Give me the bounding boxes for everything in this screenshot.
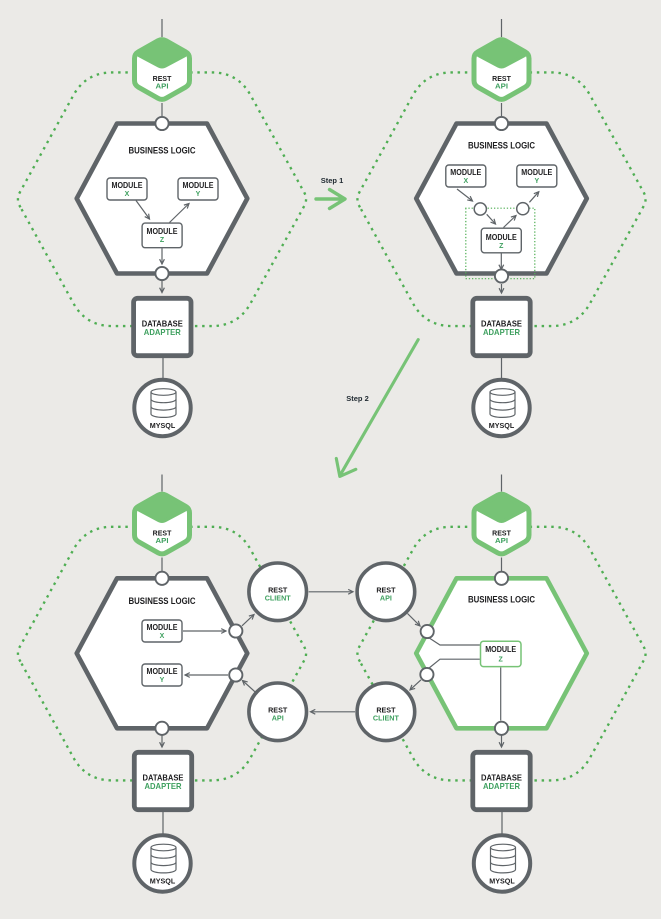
svg-text:REST: REST xyxy=(376,586,396,595)
svg-text:BUSINESS LOGIC: BUSINESS LOGIC xyxy=(468,140,535,151)
svg-text:CLIENT: CLIENT xyxy=(373,713,400,722)
svg-text:Step 2: Step 2 xyxy=(346,394,369,403)
svg-text:MODULE: MODULE xyxy=(521,168,553,177)
svg-text:MODULE: MODULE xyxy=(450,168,482,177)
svg-text:Y: Y xyxy=(160,677,165,684)
svg-text:MODULE: MODULE xyxy=(485,645,517,654)
svg-text:REST: REST xyxy=(376,706,396,715)
svg-text:Z: Z xyxy=(160,237,165,244)
svg-text:MODULE: MODULE xyxy=(486,233,518,242)
svg-text:MODULE: MODULE xyxy=(183,181,215,190)
svg-text:API: API xyxy=(272,713,284,722)
svg-text:X: X xyxy=(125,191,130,198)
svg-text:X: X xyxy=(160,633,165,640)
svg-text:Step 1: Step 1 xyxy=(321,176,344,185)
svg-text:REST: REST xyxy=(268,586,288,595)
svg-text:Z: Z xyxy=(499,657,504,664)
svg-text:REST: REST xyxy=(268,706,288,715)
svg-text:Y: Y xyxy=(196,191,201,198)
svg-text:X: X xyxy=(463,178,468,185)
svg-text:CLIENT: CLIENT xyxy=(265,593,292,602)
svg-text:MODULE: MODULE xyxy=(147,227,179,236)
svg-text:BUSINESS LOGIC: BUSINESS LOGIC xyxy=(129,146,196,157)
svg-text:Z: Z xyxy=(499,243,504,250)
svg-text:BUSINESS LOGIC: BUSINESS LOGIC xyxy=(129,596,196,607)
svg-text:MODULE: MODULE xyxy=(147,623,179,632)
svg-text:MODULE: MODULE xyxy=(112,181,144,190)
svg-text:API: API xyxy=(380,593,392,602)
svg-text:BUSINESS LOGIC: BUSINESS LOGIC xyxy=(468,594,535,605)
svg-text:Y: Y xyxy=(534,178,539,185)
svg-text:MODULE: MODULE xyxy=(147,667,179,676)
